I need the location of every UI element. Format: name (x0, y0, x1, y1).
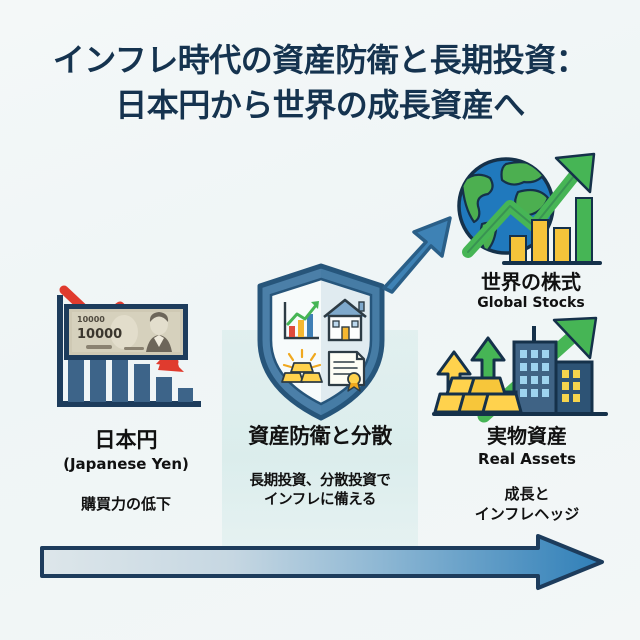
gold-shine-rays (282, 348, 322, 369)
yen-chart-axes (57, 295, 201, 407)
stocks-heading-jp: 世界の株式 (481, 270, 581, 294)
banknote-portrait (146, 312, 172, 352)
shield-text-block: 資産防衛と分散 長期投資、分散投資で インフレに備える (218, 420, 422, 511)
real-assets-subtext-line-1: 成長と (504, 485, 550, 503)
yen-text-block: 日本円 (Japanese Yen) 購買力の低下 (28, 424, 224, 514)
global-stocks-bars (502, 197, 602, 265)
title-line-1: インフレ時代の資産防衛と長期投資： (52, 41, 588, 79)
building-windows-blue (520, 350, 549, 397)
stocks-heading-en: Global Stocks (477, 295, 585, 311)
shield-graphic (251, 262, 391, 424)
real-assets-subtext-line-2: インフレヘッジ (474, 505, 580, 524)
shield-heading-jp: 資産防衛と分散 (248, 424, 392, 448)
bottom-progress-arrow (38, 534, 606, 590)
gold-bars-stack-icon (433, 376, 523, 414)
shield-subtext: 長期投資、分散投資で インフレに備える (218, 472, 422, 511)
banknote-watermark (110, 315, 138, 349)
rising-green-arrow (462, 152, 596, 258)
shield-subtext-line-2: インフレに備える (264, 492, 376, 509)
global-stocks-graphic (448, 152, 618, 272)
real-assets-subtext: 成長と インフレヘッジ (432, 484, 622, 524)
real-assets-heading-en: Real Assets (478, 450, 576, 468)
building-windows-yellow (562, 370, 580, 402)
real-assets-text-block: 実物資産 Real Assets 成長と インフレヘッジ (432, 420, 622, 524)
title-line-2: 日本円から世界の成長資産へ (115, 86, 525, 125)
shield-subtext-line-1: 長期投資、分散投資で (249, 473, 391, 489)
diagonal-up-arrow (376, 196, 462, 296)
global-stocks-text-block: 世界の株式 Global Stocks (436, 266, 626, 311)
real-assets-graphic (430, 316, 620, 426)
shield-icon-house (323, 298, 367, 342)
real-assets-heading-jp: 実物資産 (487, 424, 567, 448)
shield-icon-certificate (327, 350, 366, 392)
banknote-value-small: 10000 (77, 315, 105, 324)
yen-heading-en: (Japanese Yen) (63, 455, 189, 473)
banknote-value-large: 10000 (77, 327, 122, 342)
yen-heading-jp: 日本円 (94, 428, 158, 452)
shield-icon-growth-chart (283, 301, 319, 340)
page-title: インフレ時代の資産防衛と長期投資： 日本円から世界の成長資産へ (0, 38, 640, 129)
japanese-yen-graphic: 10000 10000 (46, 285, 206, 418)
yen-subtext: 購買力の低下 (80, 495, 171, 513)
banknote-10000-yen: 10000 10000 (64, 304, 188, 360)
shield-icon-gold-bars (281, 348, 323, 383)
